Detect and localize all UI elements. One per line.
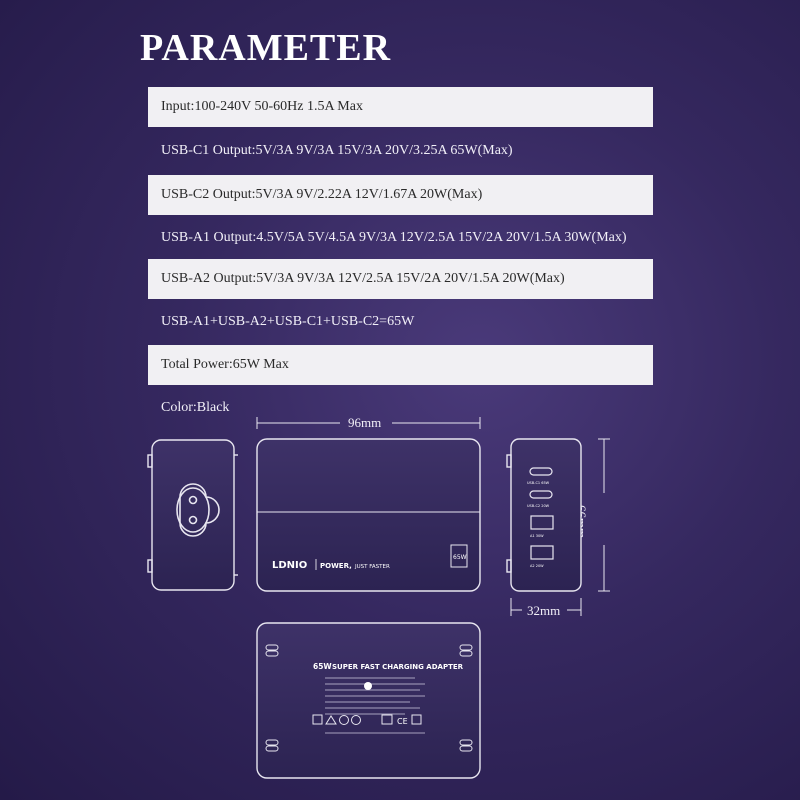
width-dimension-line: [256, 417, 481, 429]
front-view: [256, 438, 481, 592]
label-fine-print: [325, 677, 425, 734]
depth-dimension-label: 32mm: [527, 603, 561, 618]
power-badge: 65W: [453, 554, 467, 561]
width-dimension-label: 96mm: [348, 415, 382, 430]
slogan-main: POWER,: [320, 562, 352, 570]
usb-a-port-icon: [530, 515, 554, 560]
bottom-title: SUPER FAST CHARGING ADAPTER: [332, 663, 464, 671]
port-label-a1: A1 30W: [530, 534, 544, 538]
spec-row-usb-c2: USB-C2 Output:5V/3A 9V/2.22A 12V/1.67A 2…: [148, 175, 653, 215]
usb-c-port-icon: [529, 467, 553, 499]
certification-icons: CE: [312, 714, 422, 726]
spec-row-input: Input:100-240V 50-60Hz 1.5A Max: [148, 87, 653, 127]
svg-text:CE: CE: [397, 717, 408, 726]
spec-row-usb-a2: USB-A2 Output:5V/3A 9V/3A 12V/2.5A 15V/2…: [148, 259, 653, 299]
bottom-view: [256, 622, 481, 779]
port-label-a2: A2 20W: [530, 564, 544, 568]
spec-row-usb-c1: USB-C1 Output:5V/3A 9V/3A 15V/3A 20V/3.2…: [161, 143, 513, 158]
color-label: Color:Black: [161, 400, 230, 415]
spec-row-usb-a1: USB-A1 Output:4.5V/5A 5V/4.5A 9V/3A 12V/…: [161, 230, 627, 245]
bottom-badge: 65W: [313, 662, 332, 671]
rubber-feet: [265, 644, 473, 752]
height-dimension-line: [598, 438, 610, 592]
slogan-sub: JUST FASTER: [354, 564, 390, 570]
spec-row-combined: USB-A1+USB-A2+USB-C1+USB-C2=65W: [161, 314, 415, 329]
center-dot-icon: [364, 682, 372, 690]
side-view: [147, 439, 238, 591]
depth-dimension-line: [510, 598, 582, 616]
spec-row-total-power: Total Power:65W Max: [148, 345, 653, 385]
port-label-c2: USB-C2 20W: [527, 504, 550, 508]
port-label-c1: USB-C1 65W: [527, 481, 550, 485]
brand-logo: LDNIO: [272, 560, 307, 571]
ports-view: [506, 438, 582, 592]
ac-socket-icon: [176, 483, 220, 537]
page-title: PARAMETER: [140, 27, 392, 69]
